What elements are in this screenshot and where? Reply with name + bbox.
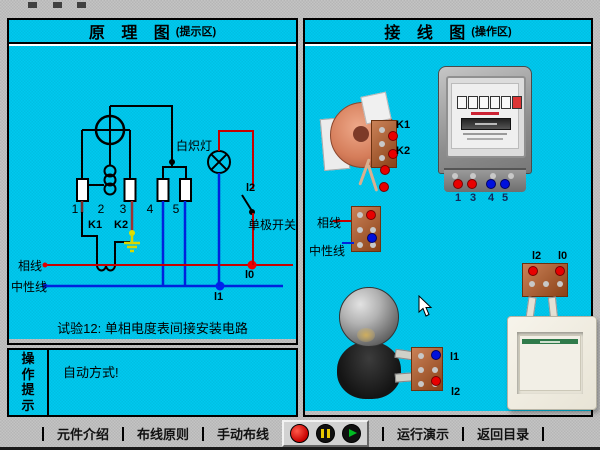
hint-char-3: 提 bbox=[21, 382, 35, 398]
meter-terminal-4-label: 4 bbox=[487, 192, 495, 204]
bulb-holder bbox=[337, 341, 401, 399]
window-artifact bbox=[28, 2, 37, 8]
meter-terminal-3-label: 3 bbox=[469, 192, 477, 204]
wiring-rules-button[interactable]: 布线原则 bbox=[137, 427, 190, 442]
bulb-l2-label: l2 bbox=[451, 386, 461, 398]
neutral-label: 中性线 bbox=[11, 280, 48, 294]
meter-register bbox=[457, 96, 522, 109]
terminal-number-1: 1 bbox=[71, 202, 79, 216]
phase-terminal-label: 相线 bbox=[317, 216, 342, 230]
meter-terminal-5-label: 5 bbox=[501, 192, 509, 204]
bottom-toolbar: 元件介绍 布线原则 手动布线 运行演示 返回目录 bbox=[0, 420, 600, 447]
window-artifact bbox=[77, 2, 86, 8]
toolbar-separator bbox=[382, 426, 385, 441]
meter-terminal-3[interactable] bbox=[467, 179, 477, 189]
switch-green-stripe bbox=[522, 339, 578, 344]
principle-panel-subtitle: (提示区) bbox=[175, 26, 217, 38]
terminal-number-4: 4 bbox=[146, 202, 154, 216]
phase-terminal[interactable] bbox=[366, 210, 376, 220]
neutral-stub-wire bbox=[342, 242, 354, 244]
toolbar-separator bbox=[122, 426, 125, 441]
lamp-label: 白炽灯 bbox=[176, 139, 213, 153]
principle-panel-header: 原 理 图 (提示区) bbox=[9, 20, 296, 44]
ground-symbol bbox=[124, 230, 140, 253]
ct-k2-label: K2 bbox=[396, 145, 411, 157]
play-icon[interactable] bbox=[342, 424, 362, 443]
l0-label: l0 bbox=[245, 269, 255, 281]
l1-label: l1 bbox=[214, 291, 224, 303]
meter-terminal-1-label: 1 bbox=[454, 192, 462, 204]
experiment-caption: 试验12: 单相电度表间接安装电路 bbox=[57, 321, 248, 336]
meter-red-text bbox=[471, 112, 499, 115]
meter-terminal-5[interactable] bbox=[500, 179, 510, 189]
phase-stub-wire bbox=[333, 220, 351, 222]
terminal-number-3: 3 bbox=[119, 202, 127, 216]
hint-char-4: 示 bbox=[21, 398, 35, 414]
circuit-wires-svg bbox=[42, 105, 293, 291]
principle-panel-title: 原 理 图 bbox=[88, 25, 176, 42]
media-controls bbox=[282, 420, 370, 447]
phase-label: 相线 bbox=[18, 259, 43, 273]
ct-lead-wire bbox=[366, 164, 379, 192]
hint-message: 自动方式! bbox=[63, 365, 119, 380]
manual-wiring-button[interactable]: 手动布线 bbox=[217, 427, 270, 442]
wiring-workspace: K1 K2 1 3 bbox=[305, 44, 597, 411]
meter-spec-text bbox=[463, 133, 507, 135]
switch-rocker[interactable] bbox=[519, 335, 581, 391]
l2-label: l2 bbox=[246, 182, 256, 194]
window-artifact bbox=[53, 2, 62, 8]
bulb-l1-terminal[interactable] bbox=[431, 350, 441, 360]
meter-spec-text bbox=[467, 138, 503, 140]
toolbar-separator bbox=[462, 426, 465, 441]
ct-lead-terminal[interactable] bbox=[380, 165, 390, 175]
return-menu-button[interactable]: 返回目录 bbox=[477, 427, 530, 442]
ct-k2-terminal[interactable] bbox=[388, 149, 398, 159]
bulb-l1-label: l1 bbox=[450, 351, 460, 363]
mouse-cursor bbox=[418, 295, 433, 317]
hint-panel: 操 作 提 示 自动方式! bbox=[7, 348, 298, 417]
ct-coil-hole bbox=[353, 126, 369, 142]
lamp-symbol bbox=[207, 150, 231, 174]
stop-icon[interactable] bbox=[290, 424, 310, 443]
voltage-coil-symbol bbox=[103, 164, 117, 196]
ct-lead-terminal[interactable] bbox=[379, 182, 389, 192]
pause-icon[interactable] bbox=[316, 424, 336, 443]
hint-panel-title: 操 作 提 示 bbox=[9, 350, 49, 415]
ct-k1-terminal[interactable] bbox=[388, 131, 398, 141]
switch-l0-terminal[interactable] bbox=[555, 266, 565, 276]
circuit-diagram: 白炽灯 l2 单极开关 相线 中性线 l0 l1 K1 K2 1 2 3 4 5… bbox=[9, 44, 296, 339]
terminal-number-5: 5 bbox=[172, 202, 180, 216]
principle-panel: 原 理 图 (提示区) bbox=[7, 18, 298, 345]
window-bottom-edge bbox=[0, 447, 600, 450]
toolbar-separator bbox=[202, 426, 205, 441]
hint-char-2: 作 bbox=[21, 366, 35, 382]
neutral-terminal[interactable] bbox=[367, 233, 377, 243]
toolbar-separator bbox=[42, 426, 44, 441]
meter-disc-window bbox=[461, 118, 511, 130]
bulb-filament bbox=[357, 328, 375, 342]
k1-label: K1 bbox=[88, 219, 103, 231]
neutral-terminal-label: 中性线 bbox=[309, 244, 346, 258]
wiring-panel-subtitle: (操作区) bbox=[471, 26, 512, 38]
wiring-panel: 接 线 图 (操作区) K1 K2 bbox=[303, 18, 597, 417]
wiring-panel-title: 接 线 图 bbox=[384, 25, 472, 42]
hint-char-1: 操 bbox=[21, 350, 35, 366]
k2-label: K2 bbox=[114, 219, 129, 231]
bulb-l2-terminal[interactable] bbox=[431, 376, 441, 386]
meter-terminal-symbols bbox=[76, 178, 192, 202]
toolbar-separator bbox=[542, 426, 545, 441]
components-intro-button[interactable]: 元件介绍 bbox=[57, 427, 110, 442]
meter-terminal-4[interactable] bbox=[486, 179, 496, 189]
switch-l2-label: l2 bbox=[532, 250, 542, 262]
terminal-number-2: 2 bbox=[97, 202, 105, 216]
switch-l2-terminal[interactable] bbox=[528, 266, 538, 276]
meter-terminal-1[interactable] bbox=[453, 179, 463, 189]
switch-symbol bbox=[241, 194, 255, 215]
ct-k1-label: K1 bbox=[396, 119, 411, 131]
switch-label: 单极开关 bbox=[248, 218, 297, 232]
switch-l0-label: l0 bbox=[558, 250, 568, 262]
ct-terminal-block bbox=[371, 120, 397, 168]
wiring-panel-header: 接 线 图 (操作区) bbox=[305, 20, 591, 44]
run-demo-button[interactable]: 运行演示 bbox=[397, 427, 450, 442]
